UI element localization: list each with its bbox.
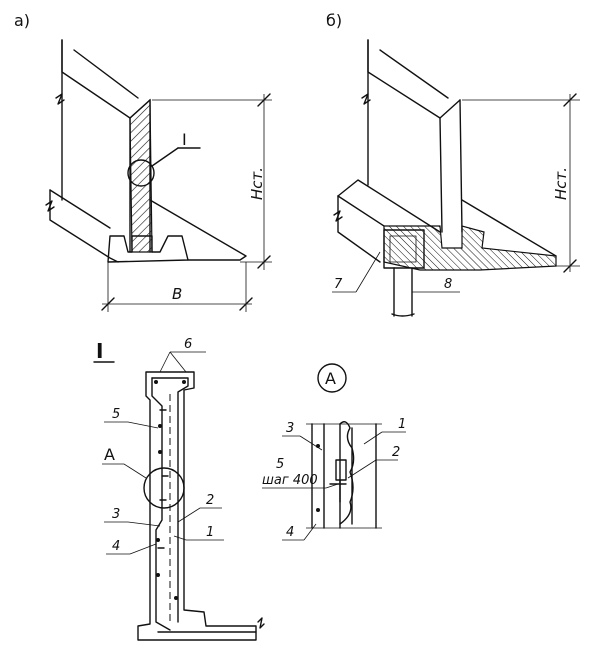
detail-title: I <box>96 339 103 363</box>
va-label-2: 2 <box>392 445 400 460</box>
wall-b-top-inner <box>379 49 449 99</box>
va-step-note: шаг 400 <box>262 473 318 488</box>
panel-a-label: а) <box>14 11 30 30</box>
va-wavy-edge <box>339 421 355 525</box>
va-leader-4 <box>303 523 317 541</box>
label-7: 7 <box>334 277 343 292</box>
break-mark-b-base <box>333 210 343 222</box>
base-top-back <box>49 189 111 229</box>
va-leader-1 <box>363 431 383 445</box>
weld-marks <box>157 409 169 549</box>
detail-i: I 6 5 А 2 <box>93 337 265 641</box>
pile-break <box>391 313 415 317</box>
leader-5 <box>127 421 159 429</box>
height-label-b: Нст. <box>552 167 570 200</box>
embedded-inner <box>389 235 417 263</box>
width-label-a: В <box>172 285 182 303</box>
va-leader-2 <box>347 459 377 479</box>
wall-b-front-left <box>439 117 443 233</box>
leader-6b <box>169 351 187 373</box>
rebar-dot <box>158 450 162 454</box>
va-leader-3 <box>299 435 323 451</box>
panel-b-label: б) <box>326 11 342 30</box>
break-mark <box>55 93 65 105</box>
embedded-block <box>383 229 425 269</box>
rebar-dot <box>182 380 186 384</box>
label-8: 8 <box>444 277 452 292</box>
leader-4 <box>129 543 157 555</box>
va-dot <box>316 508 320 512</box>
rebar-dot <box>156 573 160 577</box>
label-5: 5 <box>112 407 120 422</box>
va-label-1: 1 <box>398 417 406 432</box>
leader-7 <box>355 251 381 293</box>
view-a-title-circle <box>317 363 347 393</box>
wall-b-front-right <box>459 99 463 233</box>
label-3: 3 <box>112 507 120 522</box>
base-b-edge <box>337 195 385 227</box>
leader-6a <box>159 351 171 373</box>
leader-3 <box>127 521 161 527</box>
label-6: 6 <box>184 337 192 352</box>
rebar-dot <box>156 538 160 542</box>
dim-b-ticks <box>563 93 577 273</box>
break-mark-detail <box>257 617 265 629</box>
va-leader-5 <box>325 483 339 489</box>
view-a-circle <box>143 467 185 509</box>
rebar-dot <box>154 380 158 384</box>
detail-circle-i <box>127 159 155 187</box>
detail-roman-label: I <box>182 130 187 149</box>
height-label-a: Нст. <box>248 167 266 200</box>
va-label-5: 5 <box>276 457 284 472</box>
panel-a: а) I Нст. В <box>14 11 272 312</box>
break-mark-base <box>45 200 55 212</box>
detail-leader <box>151 147 179 167</box>
base-b-left <box>337 195 381 263</box>
base-section <box>107 235 189 263</box>
base-b-slope <box>461 199 557 257</box>
va-label-4: 4 <box>286 525 294 540</box>
view-a: А 3 1 2 5 шаг 400 4 <box>262 363 406 541</box>
view-a-marker: А <box>104 445 115 464</box>
base-b-section-hatch <box>383 225 557 271</box>
va-lap-plate <box>335 459 347 481</box>
rebar-dot <box>158 424 162 428</box>
base-b-top <box>337 179 441 233</box>
dim-ticks-width <box>101 297 253 311</box>
wall-section-hatch <box>129 98 153 253</box>
panel-b: б) Нст. 7 8 <box>326 11 580 317</box>
view-a-title: А <box>325 369 336 388</box>
label-4: 4 <box>112 539 120 554</box>
view-a-marker-leader <box>123 463 147 479</box>
leader-1 <box>173 535 187 541</box>
leader-2 <box>177 507 201 523</box>
wall-top-inner <box>73 49 139 99</box>
rebar-left <box>151 377 171 631</box>
base-right-slope <box>149 199 247 261</box>
label-1: 1 <box>206 525 214 540</box>
label-2: 2 <box>206 493 214 508</box>
dim-ticks <box>257 93 271 269</box>
break-mark-b <box>361 93 371 105</box>
rebar-dot <box>174 596 178 600</box>
va-label-3: 3 <box>286 421 294 436</box>
rebar-right <box>151 377 189 623</box>
